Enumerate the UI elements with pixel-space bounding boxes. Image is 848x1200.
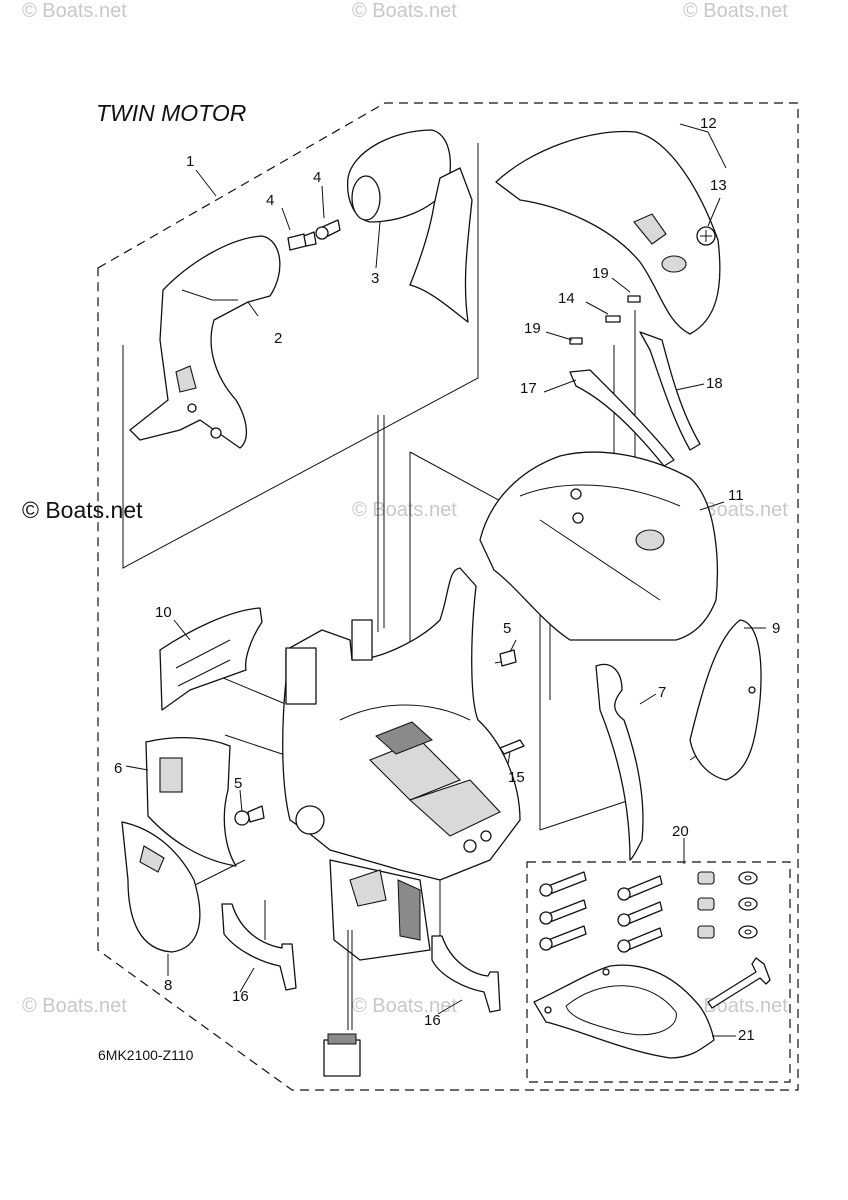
part-11-motor-cover (479, 451, 718, 641)
part-3-handle-grip (346, 129, 473, 323)
callout-8: 8 (164, 977, 172, 994)
part-8-lower-cover (121, 821, 201, 953)
watermark-top-left: © Boats.net (22, 0, 127, 22)
callout-1: 1 (186, 153, 194, 170)
callout-2: 2 (274, 330, 282, 347)
callout-9: 9 (772, 620, 780, 637)
callout-19a: 19 (592, 265, 609, 282)
parts-14-19-screws (569, 295, 641, 345)
hardware-kit-bolts (539, 871, 663, 953)
part-5-screws (234, 649, 517, 826)
callout-17: 17 (520, 380, 537, 397)
diagram-title: TWIN MOTOR (96, 100, 247, 126)
diagram-code: 6MK2100-Z110 (98, 1047, 194, 1063)
part-16-mounts (221, 903, 501, 1013)
watermark-bottom-left: © Boats.net (22, 995, 127, 1017)
callout-14: 14 (558, 290, 575, 307)
callout-10: 10 (155, 604, 172, 621)
callout-16b: 16 (424, 1012, 441, 1029)
watermark-bottom-center: © Boats.net (352, 995, 457, 1017)
part-10-side-panel (159, 607, 263, 711)
callout-12: 12 (700, 115, 717, 132)
callout-19b: 19 (524, 320, 541, 337)
callout-18: 18 (706, 375, 723, 392)
watermark-top-right: © Boats.net (683, 0, 788, 22)
watermark-top-center: © Boats.net (352, 0, 457, 22)
callout-4a: 4 (266, 192, 274, 209)
hardware-kit-boundary (526, 861, 791, 1083)
callout-6: 6 (114, 760, 122, 777)
callout-21: 21 (738, 1027, 755, 1044)
callout-20: 20 (672, 823, 689, 840)
callout-15: 15 (508, 769, 525, 786)
part-17-18-brackets (569, 331, 701, 467)
callout-7: 7 (658, 684, 666, 701)
part-9-side-cover (689, 619, 762, 781)
part-6-front-panel (145, 736, 237, 867)
main-motor-body (282, 567, 521, 1077)
callout-13: 13 (710, 177, 727, 194)
part-4-screws (287, 219, 341, 251)
handle-subassembly-frame (122, 143, 479, 569)
hex-key (707, 957, 771, 1009)
part-15-clip (499, 739, 525, 755)
callout-11: 11 (728, 487, 744, 504)
part-2-grip-shell (129, 235, 281, 449)
assembly-boundary (97, 102, 799, 1091)
hardware-kit-nuts-washers (697, 871, 758, 939)
watermark-mid-left: © Boats.net (22, 497, 143, 523)
part-7-side-bracket (595, 663, 644, 861)
part-21-gasket (533, 964, 715, 1059)
callout-5b: 5 (234, 775, 242, 792)
part-12-top-cover (495, 130, 721, 335)
callout-leaders (125, 123, 766, 1037)
callout-4b: 4 (313, 169, 321, 186)
callout-3: 3 (371, 270, 379, 287)
callout-5a: 5 (503, 620, 511, 637)
callout-16a: 16 (232, 988, 249, 1005)
